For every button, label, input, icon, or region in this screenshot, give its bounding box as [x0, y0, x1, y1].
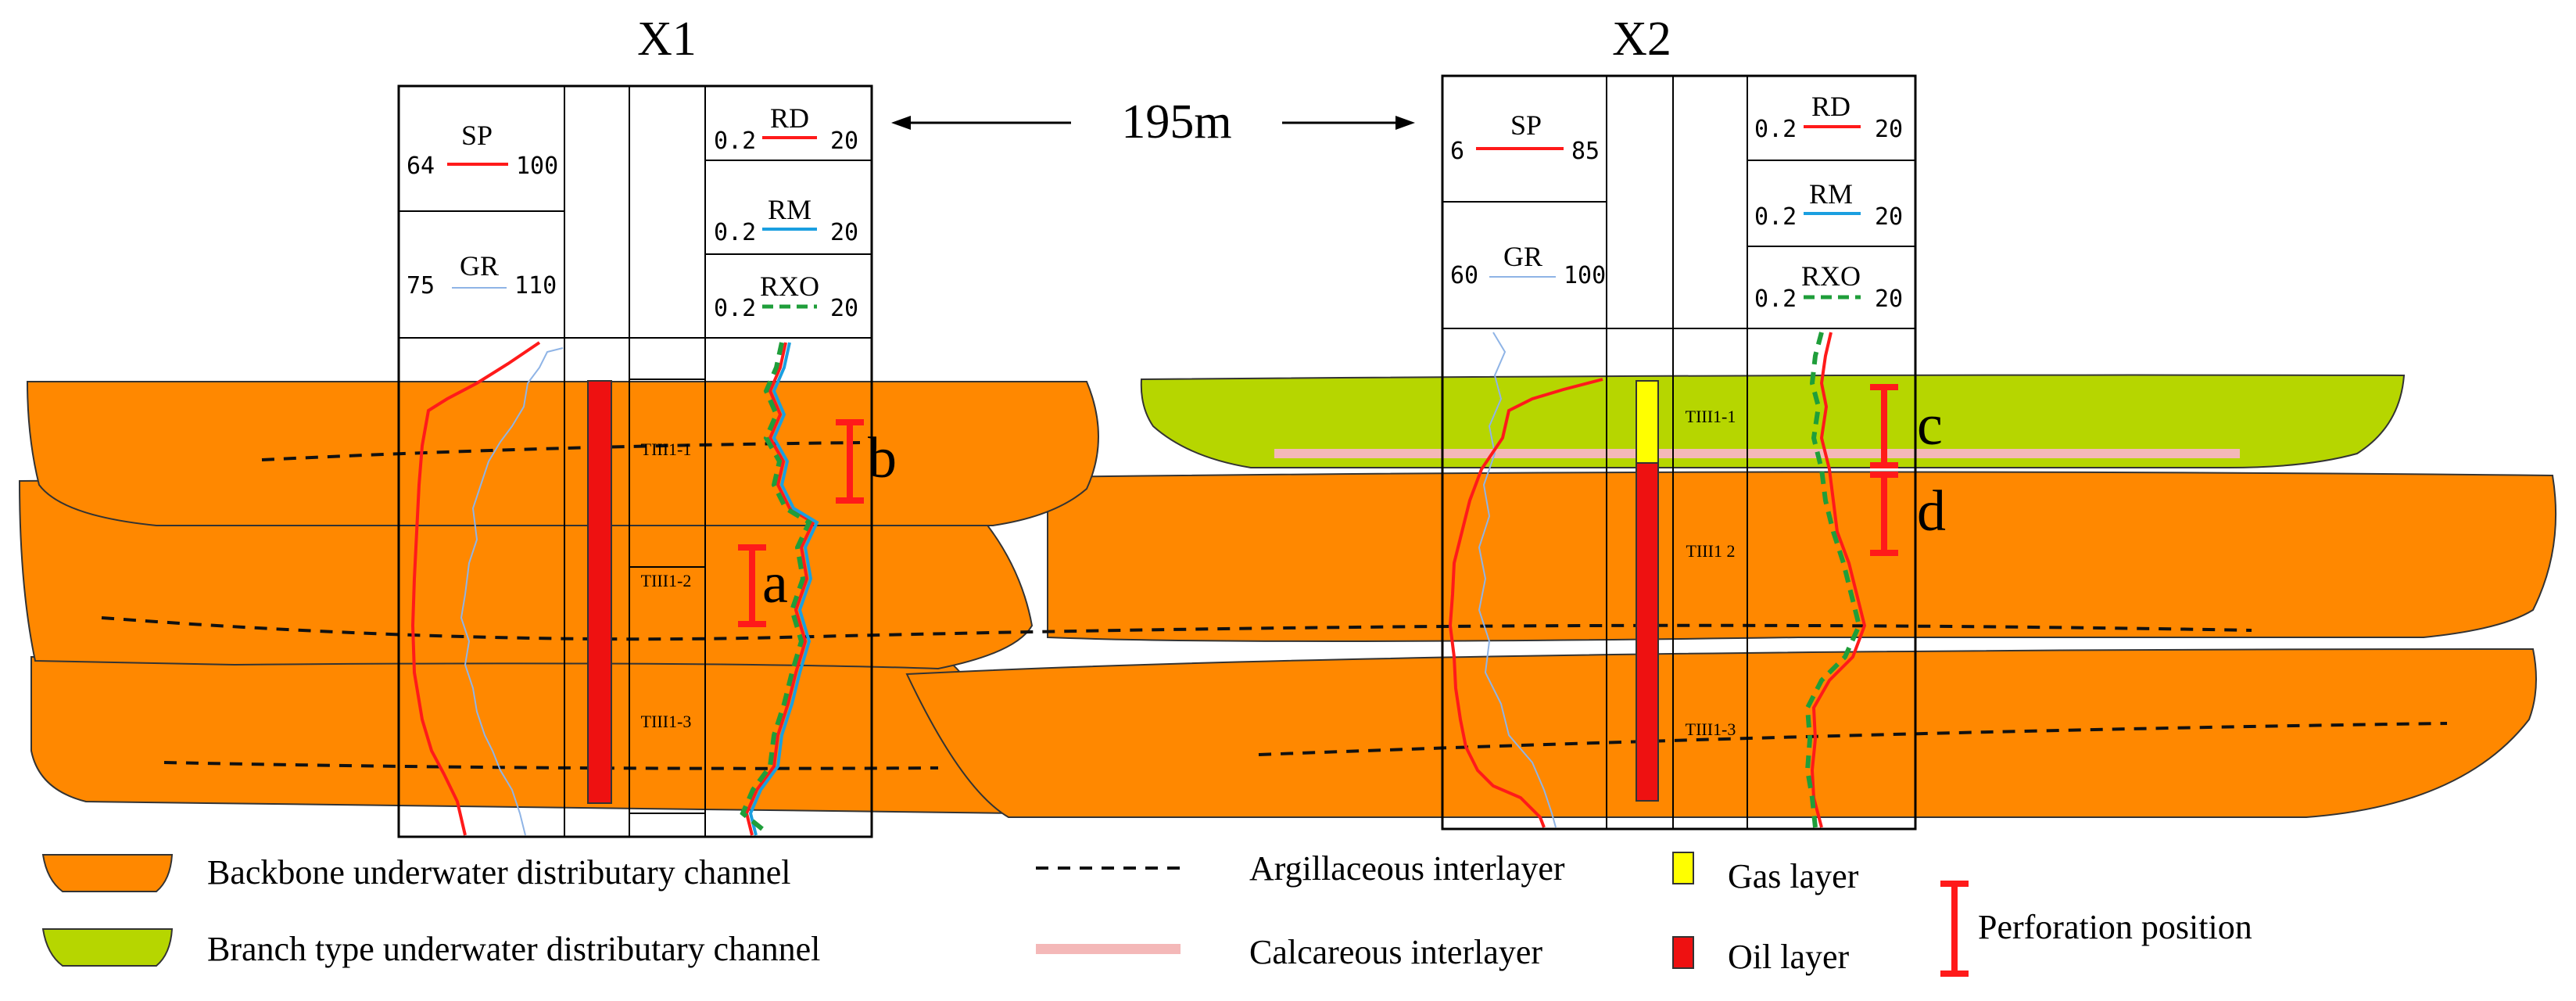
rm-scale-min: 0.2 — [1754, 203, 1797, 231]
sp-scale-max: 100 — [516, 152, 558, 180]
well-x1: X1 SP 64 100 GR 75 110 RD 0.2 20 RM 0.2 … — [397, 13, 897, 838]
zone-label: TIII1-3 — [1686, 719, 1736, 739]
zone-label: TIII1-2 — [641, 571, 692, 590]
gr-curve-name: GR — [1503, 241, 1542, 272]
gr-scale-max: 100 — [1564, 262, 1606, 289]
rd-scale-min: 0.2 — [1754, 116, 1797, 143]
rxo-curve — [1804, 332, 1862, 828]
distance-label: 195m — [1121, 95, 1231, 149]
rm-scale-min: 0.2 — [714, 219, 756, 246]
legend-swatch-calcareous — [1036, 944, 1181, 954]
arrowhead-right — [1395, 116, 1415, 130]
rxo-scale-max: 20 — [830, 295, 858, 322]
distance-annotation: 195m — [891, 95, 1415, 149]
rd-curve-name: RD — [770, 102, 809, 134]
rd-scale-min: 0.2 — [714, 127, 756, 155]
perforation-marker-d — [1870, 472, 1898, 556]
sp-scale-max: 85 — [1571, 138, 1600, 165]
perforation-label: c — [1917, 393, 1943, 457]
rm-scale-max: 20 — [830, 219, 858, 246]
legend-label-branch: Branch type underwater distributary chan… — [207, 930, 820, 968]
gr-scale-max: 110 — [514, 272, 557, 300]
sp-curve — [410, 341, 541, 836]
perforation-label: a — [762, 551, 788, 615]
rm-curve — [748, 342, 819, 836]
argillaceous-interlayer — [101, 616, 2252, 641]
perforation-marker-c — [1870, 384, 1898, 468]
legend-label-backbone: Backbone underwater distributary channel — [207, 853, 791, 892]
perforation-label: b — [868, 426, 897, 490]
legend-swatch-backbone — [41, 854, 174, 892]
rd-curve — [1810, 332, 1867, 828]
legend-label-argillaceous: Argillaceous interlayer — [1249, 849, 1565, 888]
rd-curve — [744, 342, 815, 836]
well-x2: X2 SP 6 85 GR 60 100 RD 0.2 20 RM 0.2 20… — [1441, 13, 1946, 831]
rxo-curve — [740, 342, 812, 831]
well-frame — [1441, 74, 1917, 831]
well-frame — [397, 84, 873, 838]
legend: Backbone underwater distributary channel… — [41, 849, 2252, 977]
oil-layer-column — [1636, 462, 1659, 802]
sp-scale-min: 6 — [1450, 138, 1464, 165]
gr-curve — [1478, 332, 1557, 828]
gr-curve-name: GR — [460, 250, 499, 282]
rm-scale-max: 20 — [1875, 203, 1903, 231]
rxo-scale-max: 20 — [1875, 285, 1903, 313]
rd-curve-name: RD — [1811, 91, 1850, 122]
backbone-channel-right-upper — [1047, 471, 2557, 642]
gas-layer-column — [1636, 380, 1659, 464]
perforation-marker-b — [836, 419, 864, 504]
rm-curve-name: RM — [1809, 178, 1853, 210]
legend-swatch-oil — [1672, 936, 1694, 969]
rxo-scale-min: 0.2 — [1754, 285, 1797, 313]
rm-curve-name: RM — [768, 194, 811, 225]
branch-channel — [1140, 374, 2406, 468]
sp-curve-name: SP — [461, 120, 493, 151]
rxo-curve-name: RXO — [760, 271, 819, 302]
legend-label-calcareous: Calcareous interlayer — [1249, 933, 1542, 971]
channel-bodies — [18, 374, 2557, 818]
legend-label-perforation: Perforation position — [1978, 908, 2252, 946]
sp-curve-name: SP — [1510, 109, 1542, 141]
legend-swatch-gas — [1672, 852, 1694, 884]
legend-swatch-perforation — [1940, 881, 1969, 977]
argillaceous-interlayer — [163, 761, 939, 770]
well-name: X1 — [637, 13, 697, 66]
backbone-channel-upper-left — [26, 381, 1099, 526]
arrowhead-left — [891, 116, 911, 130]
legend-label-gas: Gas layer — [1728, 857, 1859, 895]
backbone-channel-right-lower — [905, 648, 2537, 818]
oil-layer-column — [587, 380, 612, 804]
rd-scale-max: 20 — [830, 127, 858, 155]
zone-label: TIII1-3 — [641, 712, 692, 731]
sp-scale-min: 64 — [407, 152, 435, 180]
legend-label-oil: Oil layer — [1728, 938, 1850, 976]
legend-swatch-branch — [41, 928, 174, 967]
calcareous-interlayer — [1274, 449, 2240, 458]
perforation-marker-a — [738, 544, 766, 627]
zone-label: TIII1-1 — [1686, 407, 1736, 426]
gr-scale-min: 75 — [407, 272, 435, 300]
perforation-label: d — [1917, 479, 1946, 544]
rxo-curve-name: RXO — [1801, 260, 1861, 292]
gr-curve — [460, 347, 564, 836]
sp-curve — [1448, 378, 1603, 828]
backbone-channel-lower-left — [30, 656, 1018, 815]
zone-label: TIII1 2 — [1686, 541, 1736, 561]
gr-scale-min: 60 — [1450, 262, 1478, 289]
rxo-scale-min: 0.2 — [714, 295, 756, 322]
zone-label: TIII1-1 — [641, 440, 692, 459]
well-name: X2 — [1612, 13, 1671, 66]
rd-scale-max: 20 — [1875, 116, 1903, 143]
